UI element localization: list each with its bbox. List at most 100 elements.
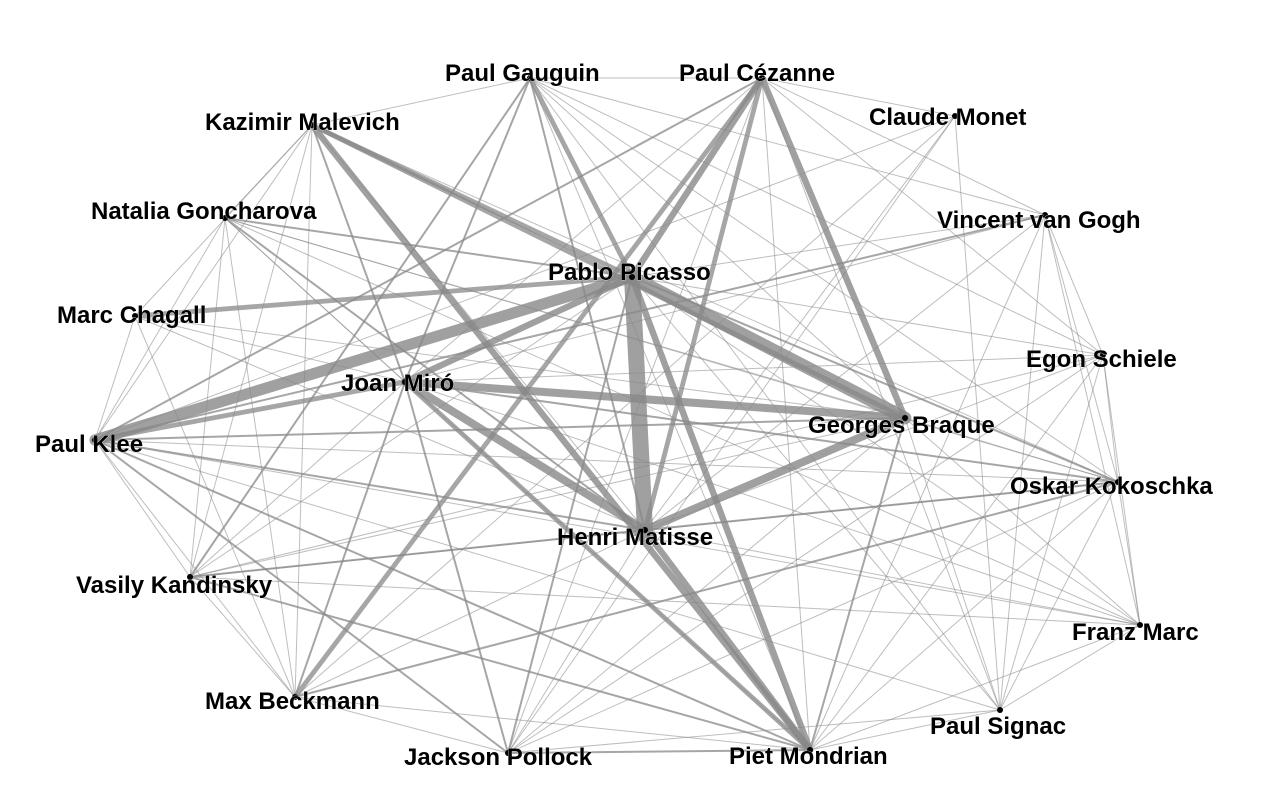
node-franz_marc[interactable]: Franz Marc <box>1072 619 1199 647</box>
edge-egon_schiele-jackson_pollock <box>507 354 1104 754</box>
edge-claude_monet-max_beckmann <box>294 115 956 698</box>
edge-pablo_picasso-franz_marc <box>631 276 1141 626</box>
node-jackson_pollock[interactable]: Jackson Pollock <box>404 744 593 772</box>
node-vincent_van_gogh[interactable]: Vincent van Gogh <box>937 207 1141 235</box>
edge-georges_braque-paul_signac <box>904 417 1001 711</box>
node-label: Marc Chagall <box>57 302 206 329</box>
node-label: Vasily Kandinsky <box>76 572 273 599</box>
edge-henri_matisse-franz_marc <box>644 529 1141 626</box>
edge-paul_gauguin-joan_miro <box>404 77 531 383</box>
node-kazimir_malevich[interactable]: Kazimir Malevich <box>205 109 400 137</box>
edge-kazimir_malevich-pablo_picasso <box>309 122 635 280</box>
edge-egon_schiele-franz_marc <box>1102 354 1141 626</box>
node-label: Natalia Goncharova <box>91 198 317 225</box>
node-claude_monet[interactable]: Claude Monet <box>869 104 1027 132</box>
node-label: Oskar Kokoschka <box>1010 473 1213 500</box>
edge-paul_cezanne-paul_klee <box>94 77 763 441</box>
edge-natalia_goncharova-henri_matisse <box>224 217 646 531</box>
node-label: Henri Matisse <box>557 524 713 551</box>
node-oskar_kokoschka[interactable]: Oskar Kokoschka <box>1010 473 1214 501</box>
node-marc_chagall[interactable]: Marc Chagall <box>57 302 207 330</box>
node-label: Franz Marc <box>1072 619 1199 646</box>
edge-claude_monet-jackson_pollock <box>507 115 956 754</box>
node-label: Kazimir Malevich <box>205 109 400 136</box>
edge-max_beckmann-jackson_pollock <box>294 696 509 754</box>
edge-pablo_picasso-jackson_pollock <box>507 276 633 754</box>
edge-paul_cezanne-claude_monet <box>761 77 956 117</box>
node-dot <box>309 122 315 128</box>
node-dot <box>187 574 193 580</box>
node-dot <box>527 75 533 81</box>
node-natalia_goncharova[interactable]: Natalia Goncharova <box>91 198 318 226</box>
edge-natalia_goncharova-max_beckmann <box>224 217 296 698</box>
edge-pablo_picasso-paul_gauguin <box>527 75 635 280</box>
node-georges_braque[interactable]: Georges Braque <box>808 412 995 440</box>
edge-paul_gauguin-kazimir_malevich <box>311 77 531 126</box>
node-label: Joan Miró <box>341 370 454 397</box>
edge-kazimir_malevich-vasily_kandinsky <box>189 124 313 578</box>
node-label: Egon Schiele <box>1026 346 1177 373</box>
edge-pablo_picasso-vasily_kandinsky <box>189 276 633 578</box>
edge-vincent_van_gogh-joan_miro <box>404 214 1046 383</box>
edge-joan_miro-georges_braque <box>401 378 909 422</box>
edge-marc_chagall-max_beckmann <box>134 315 296 698</box>
node-dot <box>505 750 511 756</box>
edge-marc_chagall-joan_miro <box>134 315 406 383</box>
edge-pablo_picasso-paul_cezanne <box>628 74 766 281</box>
edge-pablo_picasso-joan_miro <box>401 273 636 386</box>
node-dot <box>1137 622 1143 628</box>
edge-oskar_kokoschka-paul_signac <box>999 481 1119 711</box>
edge-claude_monet-henri_matisse <box>644 115 956 531</box>
edge-kazimir_malevich-oskar_kokoschka <box>311 124 1119 483</box>
edge-vincent_van_gogh-piet_mondrian <box>809 214 1046 751</box>
node-vasily_kandinsky[interactable]: Vasily Kandinsky <box>76 572 273 600</box>
edges-layer <box>89 74 1141 754</box>
edge-vincent_van_gogh-oskar_kokoschka <box>1044 214 1119 483</box>
edge-claude_monet-paul_signac <box>954 115 1001 711</box>
node-joan_miro[interactable]: Joan Miró <box>341 370 455 398</box>
edge-paul_cezanne-georges_braque <box>758 74 909 422</box>
edge-egon_schiele-piet_mondrian <box>809 354 1104 751</box>
node-paul_signac[interactable]: Paul Signac <box>930 707 1066 740</box>
edge-natalia_goncharova-pablo_picasso <box>224 217 633 278</box>
edge-georges_braque-vasily_kandinsky <box>189 417 906 578</box>
edge-oskar_kokoschka-jackson_pollock <box>507 481 1119 754</box>
edge-pablo_picasso-georges_braque <box>625 270 912 425</box>
node-paul_gauguin[interactable]: Paul Gauguin <box>445 60 600 88</box>
node-label: Paul Gauguin <box>445 60 600 87</box>
edge-vasily_kandinsky-piet_mondrian <box>189 576 811 751</box>
edge-pablo_picasso-oskar_kokoschka <box>631 276 1119 483</box>
node-max_beckmann[interactable]: Max Beckmann <box>205 688 380 716</box>
node-dot <box>902 415 908 421</box>
edge-henri_matisse-jackson_pollock <box>507 529 646 754</box>
edge-natalia_goncharova-paul_klee <box>94 217 226 441</box>
edge-claude_monet-paul_klee <box>94 115 956 441</box>
edge-henri_matisse-piet_mondrian <box>641 526 814 754</box>
node-label: Jackson Pollock <box>404 744 593 771</box>
node-pablo_picasso[interactable]: Pablo Picasso <box>548 259 711 287</box>
edge-egon_schiele-paul_signac <box>999 354 1104 711</box>
node-henri_matisse[interactable]: Henri Matisse <box>557 524 714 552</box>
edge-vincent_van_gogh-franz_marc <box>1044 214 1141 626</box>
node-dot <box>222 215 228 221</box>
node-label: Pablo Picasso <box>548 259 711 286</box>
node-label: Claude Monet <box>869 104 1026 131</box>
edge-kazimir_malevich-piet_mondrian <box>308 121 814 754</box>
node-dot <box>807 747 813 753</box>
node-dot <box>759 75 765 81</box>
node-dot <box>952 113 958 119</box>
edge-kazimir_malevich-joan_miro <box>311 124 406 383</box>
edge-paul_cezanne-egon_schiele <box>761 77 1104 356</box>
node-paul_klee[interactable]: Paul Klee <box>35 431 144 459</box>
edge-vasily_kandinsky-paul_gauguin <box>189 77 531 578</box>
edge-joan_miro-piet_mondrian <box>402 379 813 753</box>
node-dot <box>629 274 635 280</box>
edge-paul_gauguin-egon_schiele <box>529 77 1104 356</box>
edge-vincent_van_gogh-pablo_picasso <box>631 214 1046 278</box>
node-piet_mondrian[interactable]: Piet Mondrian <box>729 743 888 771</box>
node-paul_cezanne[interactable]: Paul Cézanne <box>679 60 836 88</box>
edge-marc_chagall-georges_braque <box>134 315 906 419</box>
node-egon_schiele[interactable]: Egon Schiele <box>1026 346 1177 374</box>
edge-paul_gauguin-henri_matisse <box>529 77 646 531</box>
